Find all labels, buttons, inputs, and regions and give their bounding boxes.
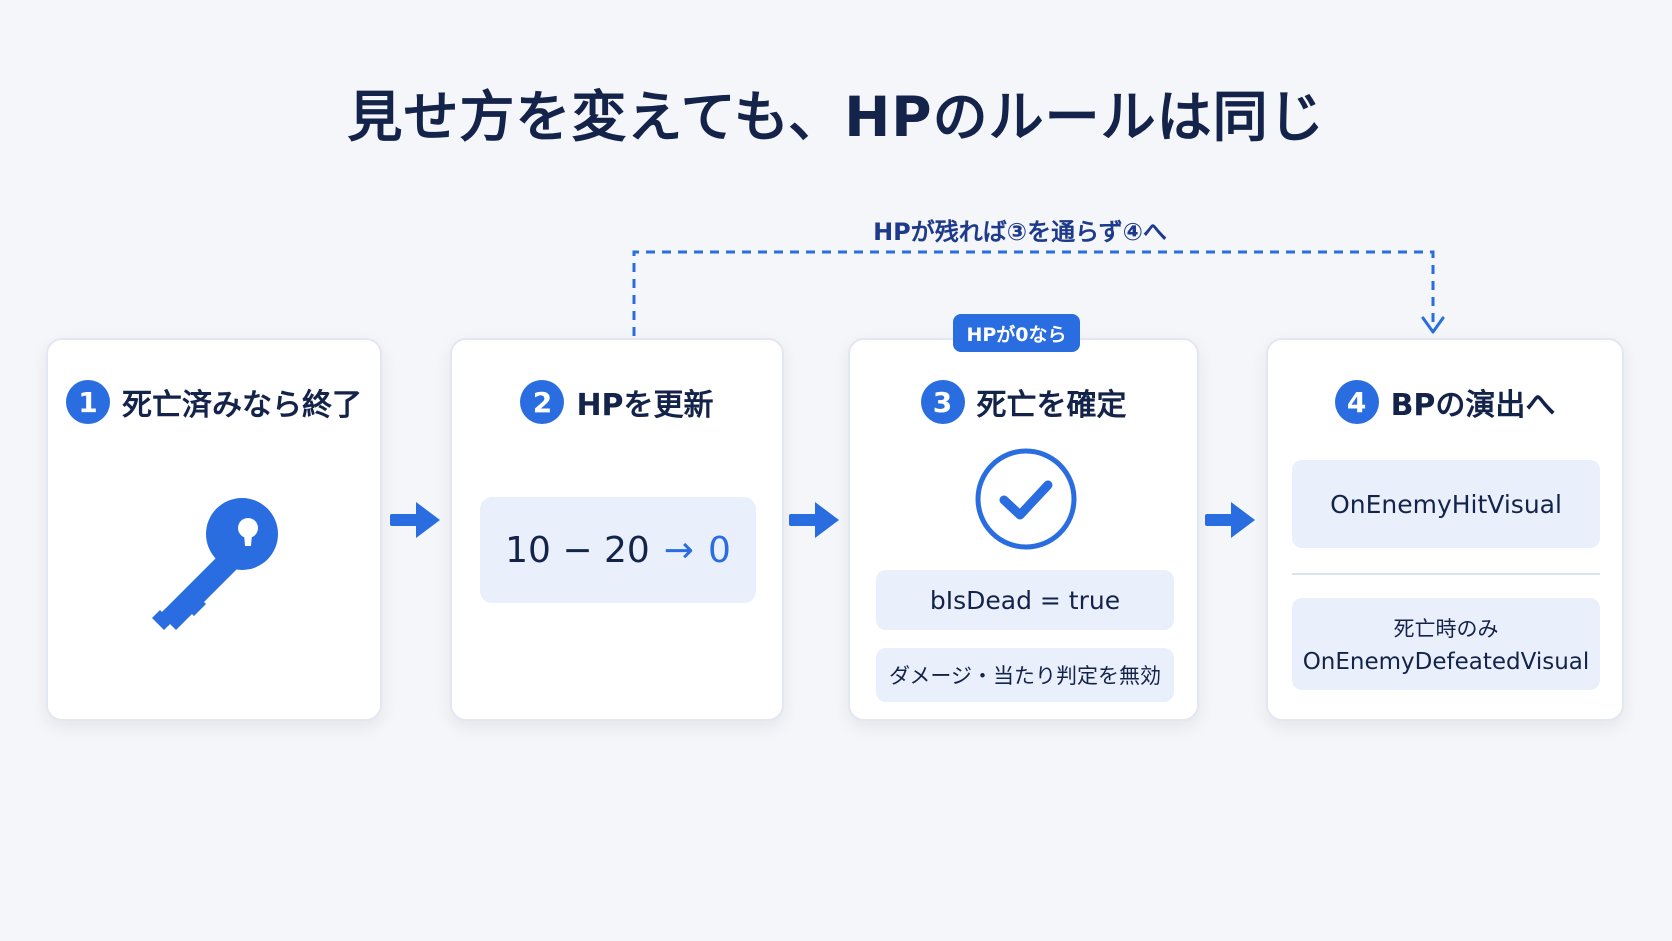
check-circle-icon bbox=[975, 448, 1077, 550]
disable-collision-note: ダメージ・当たり判定を無効 bbox=[876, 648, 1174, 702]
step-3-title: 死亡を確定 bbox=[976, 388, 1127, 423]
step-3-header: 3 死亡を確定 bbox=[850, 380, 1197, 424]
flow-arrow-3-4 bbox=[1205, 502, 1255, 538]
diagram-title: 見せ方を変えても、HPのルールは同じ bbox=[347, 85, 1325, 149]
step-2-header: 2 HPを更新 bbox=[452, 380, 782, 424]
flow-arrow-2-3 bbox=[789, 502, 839, 538]
skip-loop-label: HPが残れば③を通らず④へ bbox=[873, 218, 1167, 246]
formula-arrow: → bbox=[663, 529, 694, 571]
hit-visual-event: OnEnemyHitVisual bbox=[1292, 460, 1600, 548]
step-3-badge: 3 bbox=[920, 380, 965, 424]
step-card-4: 4 BPの演出へ OnEnemyHitVisual 死亡時のみ OnEnemyD… bbox=[1266, 338, 1624, 721]
formula-result: 0 bbox=[707, 529, 731, 571]
step-card-2: 2 HPを更新 10 − 20 → 0 bbox=[450, 338, 784, 721]
dead-flag-code: bIsDead = true bbox=[876, 570, 1174, 630]
step-2-title: HPを更新 bbox=[576, 388, 714, 423]
condition-tag: HPが0なら bbox=[953, 314, 1080, 352]
defeated-event-name: OnEnemyDefeatedVisual bbox=[1302, 649, 1590, 675]
formula-expression: 10 − 20 bbox=[505, 529, 650, 571]
hp-formula: 10 − 20 → 0 bbox=[480, 497, 756, 603]
defeated-condition-label: 死亡時のみ bbox=[1393, 617, 1499, 641]
step-1-header: 1 死亡済みなら終了 bbox=[48, 380, 380, 424]
step-1-badge: 1 bbox=[66, 380, 110, 424]
step-1-title: 死亡済みなら終了 bbox=[122, 388, 362, 423]
flow-arrow-1-2 bbox=[390, 502, 440, 538]
key-icon bbox=[152, 498, 278, 630]
defeated-visual-event: 死亡時のみ OnEnemyDefeatedVisual bbox=[1292, 598, 1600, 690]
step-card-1: 1 死亡済みなら終了 bbox=[46, 338, 382, 721]
step-4-badge: 4 bbox=[1334, 380, 1379, 424]
step-card-3: 3 死亡を確定 bIsDead = true ダメージ・当たり判定を無効 bbox=[848, 338, 1199, 721]
step-2-badge: 2 bbox=[520, 380, 565, 424]
step-4-header: 4 BPの演出へ bbox=[1268, 380, 1622, 424]
step-4-title: BPの演出へ bbox=[1390, 388, 1556, 423]
event-divider bbox=[1292, 573, 1600, 575]
